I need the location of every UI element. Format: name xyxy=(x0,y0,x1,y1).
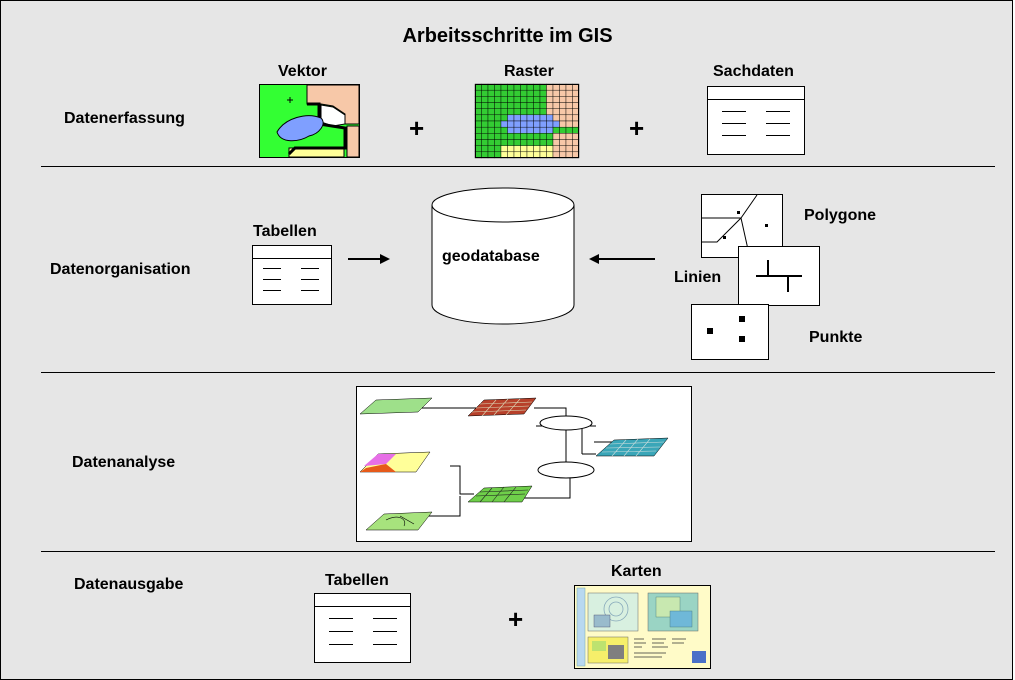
plus-sign-2: + xyxy=(629,113,645,143)
sachdaten-label: Sachdaten xyxy=(713,63,794,80)
line-layer-icon xyxy=(738,246,820,306)
arrow-right-icon xyxy=(348,254,390,264)
geodatabase-cylinder-icon xyxy=(431,187,575,325)
plus-sign-1: + xyxy=(409,113,425,143)
vektor-label: Vektor xyxy=(278,63,327,80)
polygone-label: Polygone xyxy=(804,207,877,224)
divider-1 xyxy=(41,166,995,167)
raster-grid-icon xyxy=(474,83,580,159)
tabellen-table-icon-ausgabe xyxy=(314,593,411,663)
raster-label: Raster xyxy=(504,63,554,80)
sachdaten-table-icon xyxy=(707,86,805,155)
punkte-label: Punkte xyxy=(809,329,863,346)
linien-label: Linien xyxy=(674,269,722,286)
diagram-title: Arbeitsschritte im GIS xyxy=(402,25,613,47)
tabellen-label-ausgabe: Tabellen xyxy=(325,572,389,589)
point-layer-icon xyxy=(691,304,769,360)
tabellen-label-organisation: Tabellen xyxy=(253,223,317,240)
section-label-datenorganisation: Datenorganisation xyxy=(50,261,191,278)
karten-label: Karten xyxy=(611,563,662,580)
plus-sign-3: + xyxy=(508,604,524,634)
section-label-datenanalyse: Datenanalyse xyxy=(72,454,176,471)
arrow-left-icon xyxy=(589,254,655,264)
analysis-overlay-graphic xyxy=(356,386,692,542)
divider-3 xyxy=(41,551,995,552)
section-label-datenausgabe: Datenausgabe xyxy=(74,576,184,593)
tabellen-table-icon-organisation xyxy=(252,245,332,305)
geodatabase-label: geodatabase xyxy=(442,248,540,265)
section-label-datenerfassung: Datenerfassung xyxy=(64,110,185,127)
map-poster-icon xyxy=(574,585,711,669)
divider-2 xyxy=(41,372,995,373)
vector-map-icon xyxy=(259,84,360,158)
